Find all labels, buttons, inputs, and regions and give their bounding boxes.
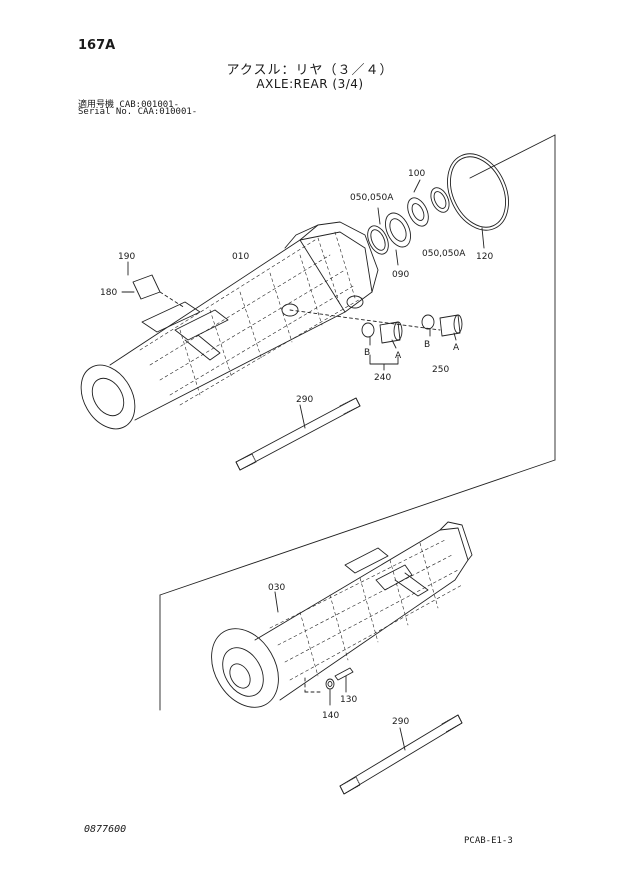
serial-line-1: 適用号機 CAB:001001- [78, 100, 180, 110]
catalog-code: PCAB-E1-3 [464, 836, 513, 846]
callout-100: 100 [408, 169, 425, 179]
plate-180-190 [121, 261, 186, 309]
plugs-240-250 [289, 309, 463, 371]
callout-050-top: 050,050A [350, 193, 394, 203]
callout-290-lower: 290 [392, 717, 409, 727]
callout-a2: A [453, 343, 460, 353]
bearings-group [367, 153, 509, 266]
callout-b2: B [424, 340, 430, 350]
callout-090: 090 [392, 270, 409, 280]
callout-130: 130 [340, 695, 357, 705]
page-number: 167A [78, 38, 116, 53]
callout-290-upper: 290 [296, 395, 313, 405]
callout-120: 120 [476, 252, 493, 262]
callout-a1: A [395, 351, 402, 361]
callout-180: 180 [100, 288, 117, 298]
callout-b1: B [364, 348, 370, 358]
callout-240: 240 [374, 373, 391, 383]
shaft-lower-290 [339, 714, 463, 795]
callout-010: 010 [232, 252, 249, 262]
axle-housing-030 [211, 521, 473, 708]
axle-housing-010 [80, 221, 379, 430]
serial-line-2: Serial No. CAA:010001- [78, 107, 198, 117]
callout-140: 140 [322, 711, 339, 721]
title-english: AXLE:REAR (3/4) [256, 77, 364, 91]
callout-050-bottom: 050,050A [422, 249, 466, 259]
callout-030: 030 [268, 583, 285, 593]
shaft-upper-290 [235, 397, 361, 471]
frame-lines [159, 134, 556, 711]
title-japanese: アクスル：リヤ（３／４） [226, 63, 394, 78]
callout-190: 190 [118, 252, 135, 262]
parts-130-140 [304, 667, 354, 706]
callout-250: 250 [432, 365, 449, 375]
callout-labels: 010 190 180 050,050A 100 090 050,050A 12… [100, 169, 493, 727]
document-number: 0877600 [84, 824, 127, 835]
